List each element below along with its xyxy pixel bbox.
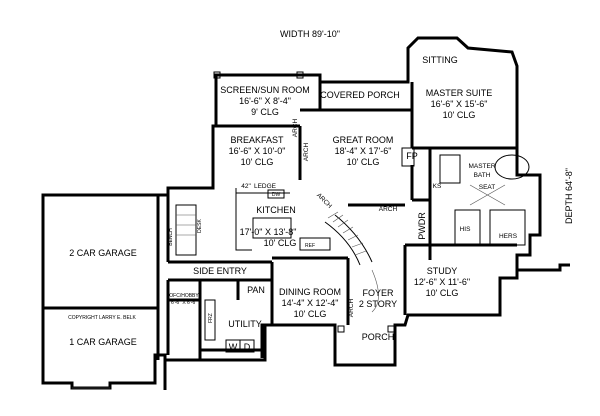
refrigerator: [299, 237, 331, 251]
dining-name: DINING ROOM: [279, 287, 341, 297]
covered-porch-label: COVERED PORCH: [320, 90, 400, 100]
sunroom-column: [296, 71, 304, 79]
dishwasher: [267, 189, 285, 199]
kitchen-ceiling: 10' CLG: [264, 238, 297, 248]
dining-size: 14'-4" X 12'-4": [282, 298, 339, 308]
copyright-label: COPYRIGHT LARRY E. BELK: [68, 315, 136, 321]
his-closet: [454, 209, 481, 246]
sitting-label: SITTING: [422, 55, 458, 65]
arch-label-upper: ARCH: [379, 206, 398, 213]
great-room-name: GREAT ROOM: [333, 135, 394, 145]
arch-label-great: ARCH: [303, 142, 310, 161]
study-name: STUDY: [427, 266, 458, 276]
sunroom-ceiling: 9' CLG: [251, 107, 279, 117]
dryer-label: D: [244, 342, 251, 352]
arch-label-stair: ARCH: [315, 192, 333, 210]
freezer: [204, 299, 216, 341]
one-car-garage-label: 1 CAR GARAGE: [69, 337, 137, 347]
side-entry-label: SIDE ENTRY: [193, 266, 247, 276]
ledge-number: 42": [241, 183, 251, 190]
staircase: [324, 211, 373, 266]
width-dimension: WIDTH 89'-10": [280, 29, 340, 39]
washer-label: W: [229, 342, 238, 352]
sunroom-name: SCREEN/SUN ROOM: [220, 85, 310, 95]
arch-label-breakfast: ARCH: [292, 118, 299, 137]
study-exterior-wall: [165, 255, 519, 367]
depth-dimension: DEPTH 64'-8": [564, 168, 574, 224]
study-ceiling: 10' CLG: [426, 288, 459, 298]
great-room-size: 18'-4" X 17'-6": [335, 146, 392, 156]
breakfast-name: BREAKFAST: [230, 135, 284, 145]
powder-label: PWDR: [417, 212, 427, 240]
master-suite-name: MASTER SUITE: [426, 88, 493, 98]
dryer: [239, 339, 255, 353]
pantry-label: PAN: [247, 285, 265, 295]
porch-column: [387, 325, 395, 333]
kitchen-name: KITCHEN: [256, 205, 296, 215]
ks-label: KS: [433, 183, 442, 190]
study-size: 12'-6" X 11'-6": [414, 277, 470, 287]
ledge-label: LEDGE: [254, 183, 277, 190]
frz-label: FRZ: [208, 313, 214, 323]
seat-label: SEAT: [479, 184, 496, 191]
fp-label: FP: [406, 151, 418, 161]
dw-label: DW: [272, 192, 281, 198]
arch-label-dining: ARCH: [348, 298, 355, 317]
fireplace: [401, 147, 415, 167]
porch-label: PORCH: [362, 332, 395, 342]
hers-label: HERS: [499, 233, 518, 240]
bench-label: BENCH: [168, 228, 174, 246]
sunroom-column: [213, 71, 221, 79]
utility-label: UTILITY: [228, 319, 262, 329]
master-bath-line1: MASTER: [468, 163, 495, 170]
foyer-curve: [371, 269, 379, 313]
porch-column: [337, 325, 345, 333]
ofc-hobby-size: 6'-6" X 6'-6": [171, 300, 197, 306]
master-bath-line2: BATH: [474, 172, 491, 179]
kitchen-size: 17'-0" X 13'-8": [240, 227, 297, 237]
master-suite-ceiling: 10' CLG: [443, 110, 476, 120]
sunroom-size: 16'-6" X 8'-4": [239, 96, 291, 106]
desk-label: DESK: [197, 219, 203, 233]
bath-vanity: [439, 154, 461, 184]
ref-label: REF: [305, 243, 315, 249]
kitchen-counter-west: [235, 188, 252, 251]
foyer-name: FOYER: [362, 288, 394, 298]
foyer-ceiling: 2 STORY: [359, 299, 397, 309]
breakfast-ceiling: 10' CLG: [241, 157, 274, 167]
master-suite-size: 16'-6" X 15'-6": [431, 99, 488, 109]
breakfast-size: 16'-6" X 10'-0": [229, 146, 286, 156]
dining-ceiling: 10' CLG: [294, 309, 327, 319]
utility-exterior-wall: [198, 325, 267, 362]
two-car-garage-label: 2 CAR GARAGE: [69, 248, 137, 258]
ofc-hobby-name: OFC/HOBBY: [169, 293, 199, 299]
hers-closet: [489, 209, 526, 246]
desk-cabinet: [175, 204, 197, 256]
his-label: HIS: [460, 226, 472, 233]
kitchen-island: [252, 217, 292, 239]
garage-exterior-wall: [41, 193, 168, 390]
bathtub: [494, 154, 530, 180]
great-room-ceiling: 10' CLG: [347, 157, 380, 167]
